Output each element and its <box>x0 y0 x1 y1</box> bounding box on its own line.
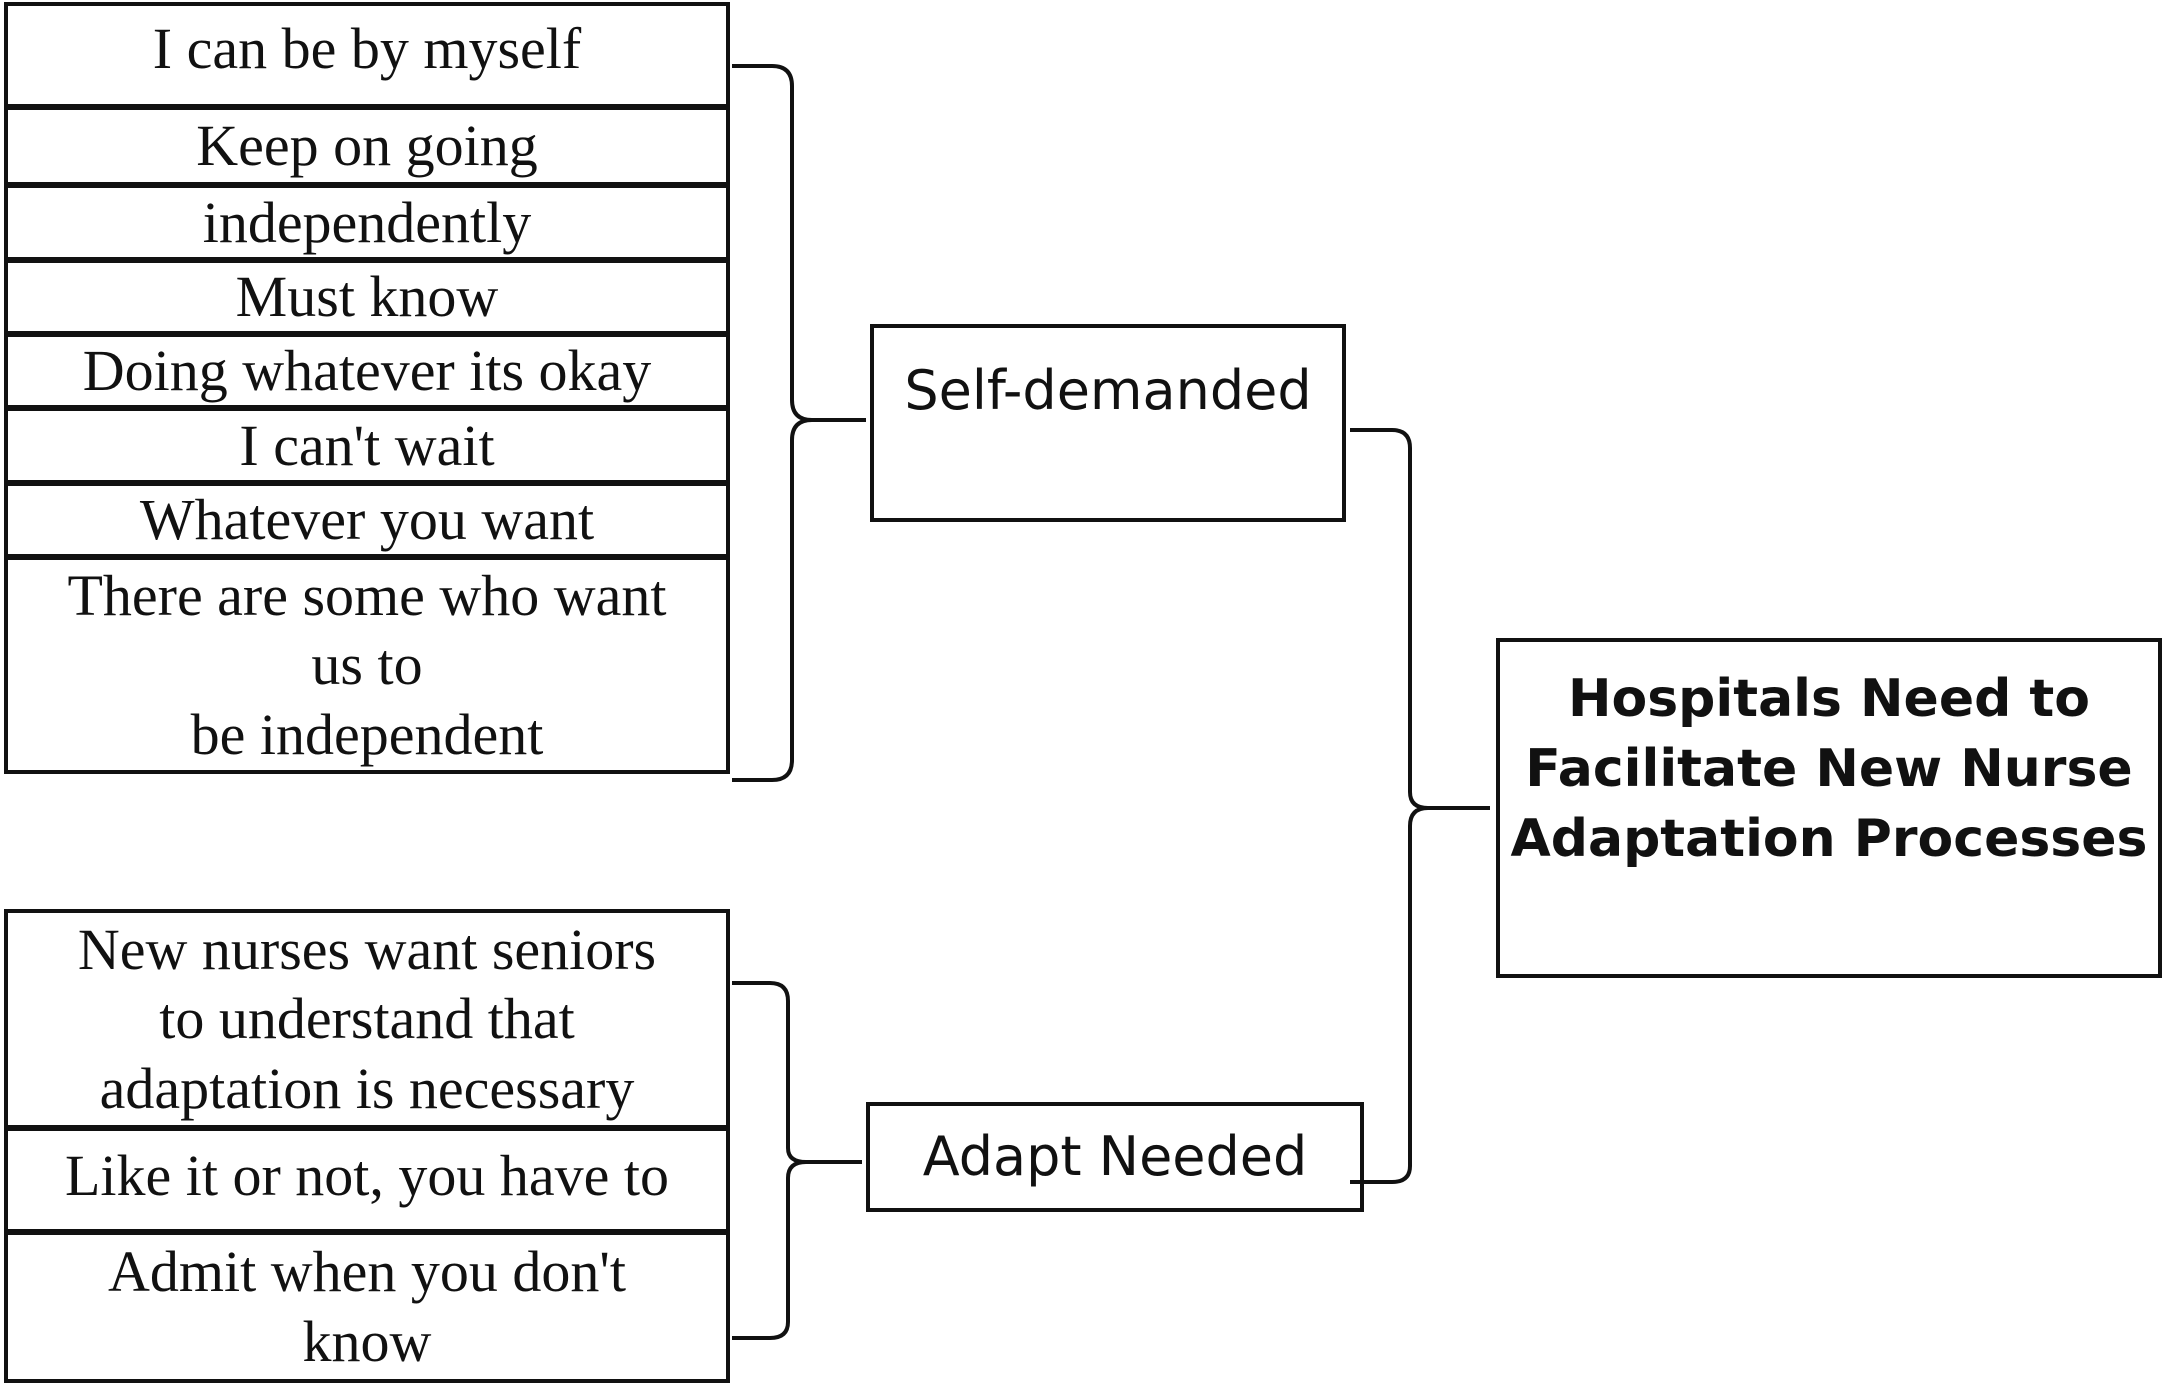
code-box-self-7: Whatever you want <box>4 482 730 558</box>
code-box-self-6: I can't wait <box>4 407 730 484</box>
category-box-adapt-needed: Adapt Needed <box>866 1102 1364 1212</box>
bracket-self-demanded-codes <box>732 64 866 782</box>
code-box-adapt-2: Like it or not, you have to <box>4 1127 730 1233</box>
code-box-self-1: I can be by myself <box>4 2 730 108</box>
bracket-adapt-needed-codes <box>732 981 862 1340</box>
theme-box: Hospitals Need to Facilitate New Nurse A… <box>1496 638 2162 978</box>
category-box-self-demanded: Self-demanded <box>870 324 1346 522</box>
code-box-self-5: Doing whatever its okay <box>4 333 730 409</box>
code-box-adapt-3: Admit when you don't know <box>4 1231 730 1383</box>
code-box-self-3: independently <box>4 184 730 261</box>
code-box-adapt-1: New nurses want seniors to understand th… <box>4 909 730 1129</box>
code-box-self-8: There are some who want us to be indepen… <box>4 556 730 774</box>
code-box-self-4: Must know <box>4 259 730 335</box>
bracket-categories-to-theme <box>1350 428 1490 1184</box>
